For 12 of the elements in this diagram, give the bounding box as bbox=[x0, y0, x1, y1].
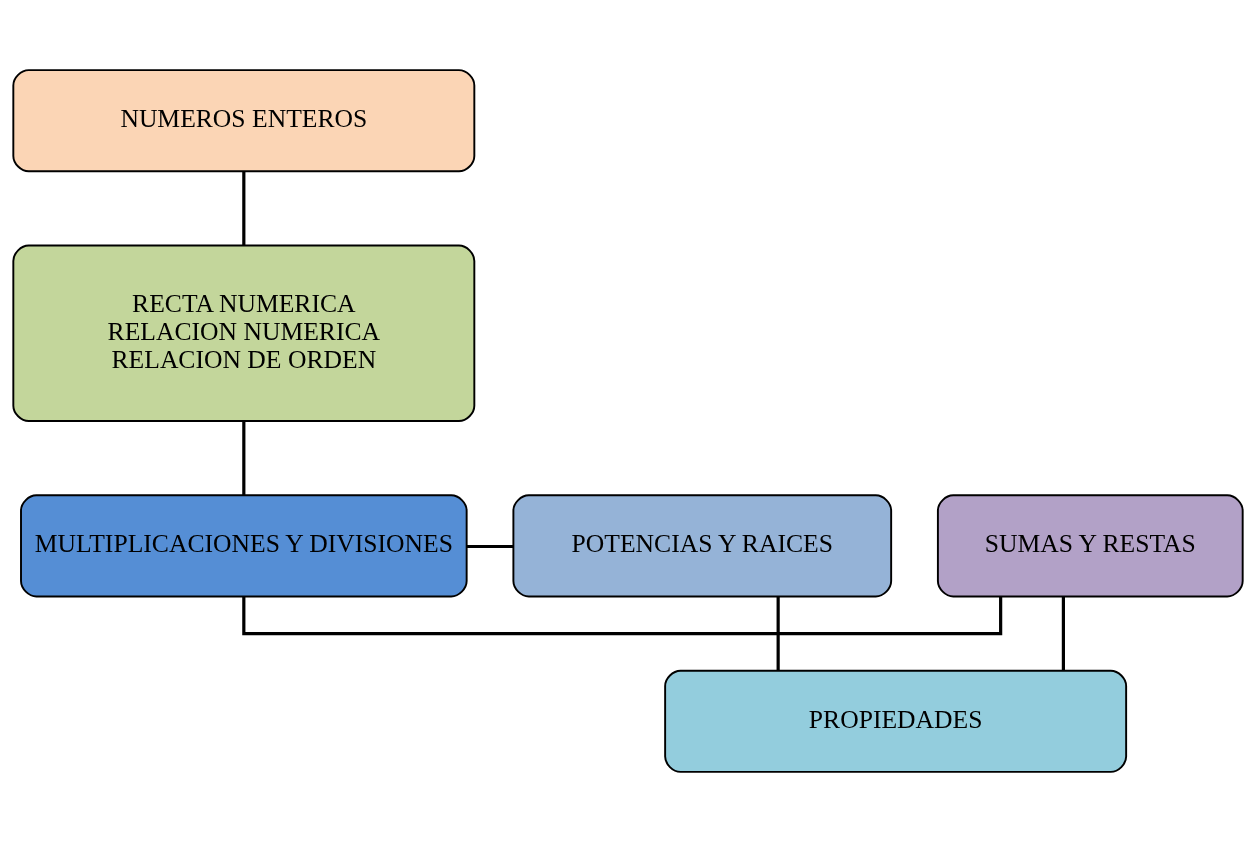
node-box: SUMAS Y RESTAS bbox=[936, 493, 1244, 597]
node-box: MULTIPLICACIONES Y DIVISIONES bbox=[20, 493, 468, 597]
node-box: NUMEROS ENTEROS bbox=[12, 68, 476, 172]
node-box: RECTA NUMERICA RELACION NUMERICA RELACION DE ORDEN bbox=[12, 244, 476, 422]
connector bbox=[242, 421, 246, 495]
connector bbox=[242, 596, 1003, 635]
connector bbox=[776, 596, 780, 671]
connector bbox=[466, 544, 514, 548]
node-box: PROPIEDADES bbox=[664, 669, 1128, 773]
connector bbox=[242, 171, 246, 245]
connector bbox=[1061, 596, 1065, 671]
node-box: POTENCIAS Y RAICES bbox=[512, 493, 893, 597]
